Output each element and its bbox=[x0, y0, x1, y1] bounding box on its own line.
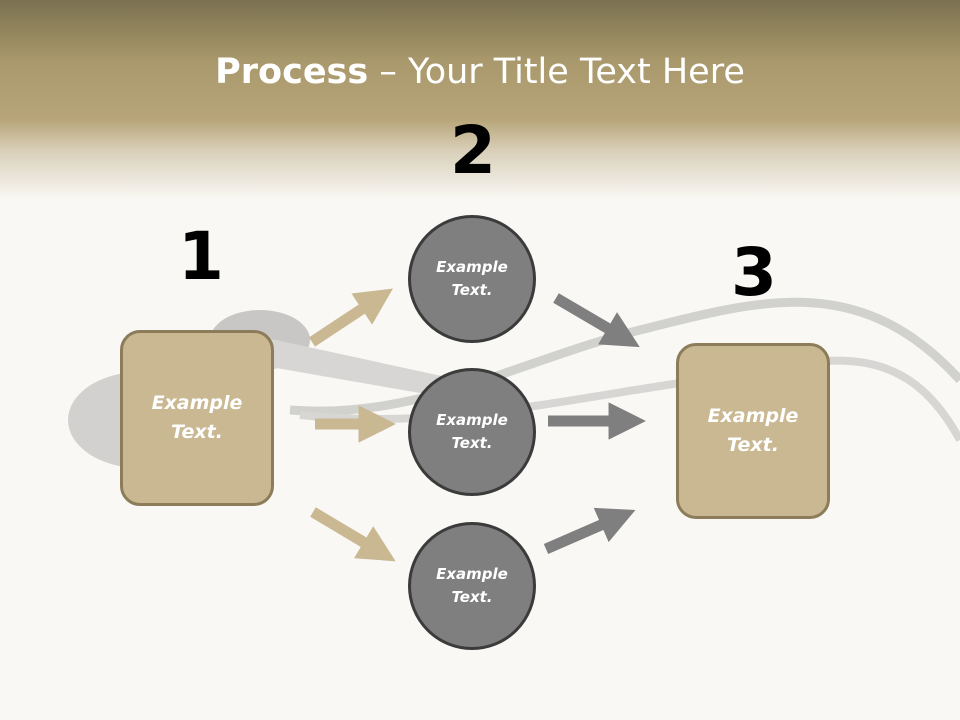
step-number-2: 2 bbox=[450, 112, 496, 189]
arrow-bottom-to-3 bbox=[543, 507, 636, 555]
circle-middle-line2: Text. bbox=[451, 434, 493, 452]
right-box-line1: Example bbox=[707, 405, 799, 427]
circle-top-line2: Text. bbox=[451, 281, 493, 299]
arrow-top-to-3 bbox=[553, 293, 640, 348]
left-box-line2: Text. bbox=[171, 421, 223, 443]
circle-middle-line1: Example bbox=[436, 411, 508, 429]
header-band bbox=[0, 0, 960, 200]
circle-top-line1: Example bbox=[436, 258, 508, 276]
step-number-1: 1 bbox=[178, 218, 224, 295]
right-box-line2: Text. bbox=[727, 434, 779, 456]
arrow-1-to-bottom bbox=[310, 507, 396, 562]
arrow-1-to-top bbox=[308, 288, 393, 347]
title-rest: – Your Title Text Here bbox=[368, 52, 745, 92]
step-number-3: 3 bbox=[731, 234, 777, 311]
circle-bottom-line2: Text. bbox=[451, 588, 493, 606]
title-bold: Process bbox=[215, 52, 369, 92]
circle-bottom-line1: Example bbox=[436, 565, 508, 583]
left-box-line1: Example bbox=[151, 392, 243, 414]
page-title: Process – Your Title Text Here bbox=[0, 52, 960, 92]
